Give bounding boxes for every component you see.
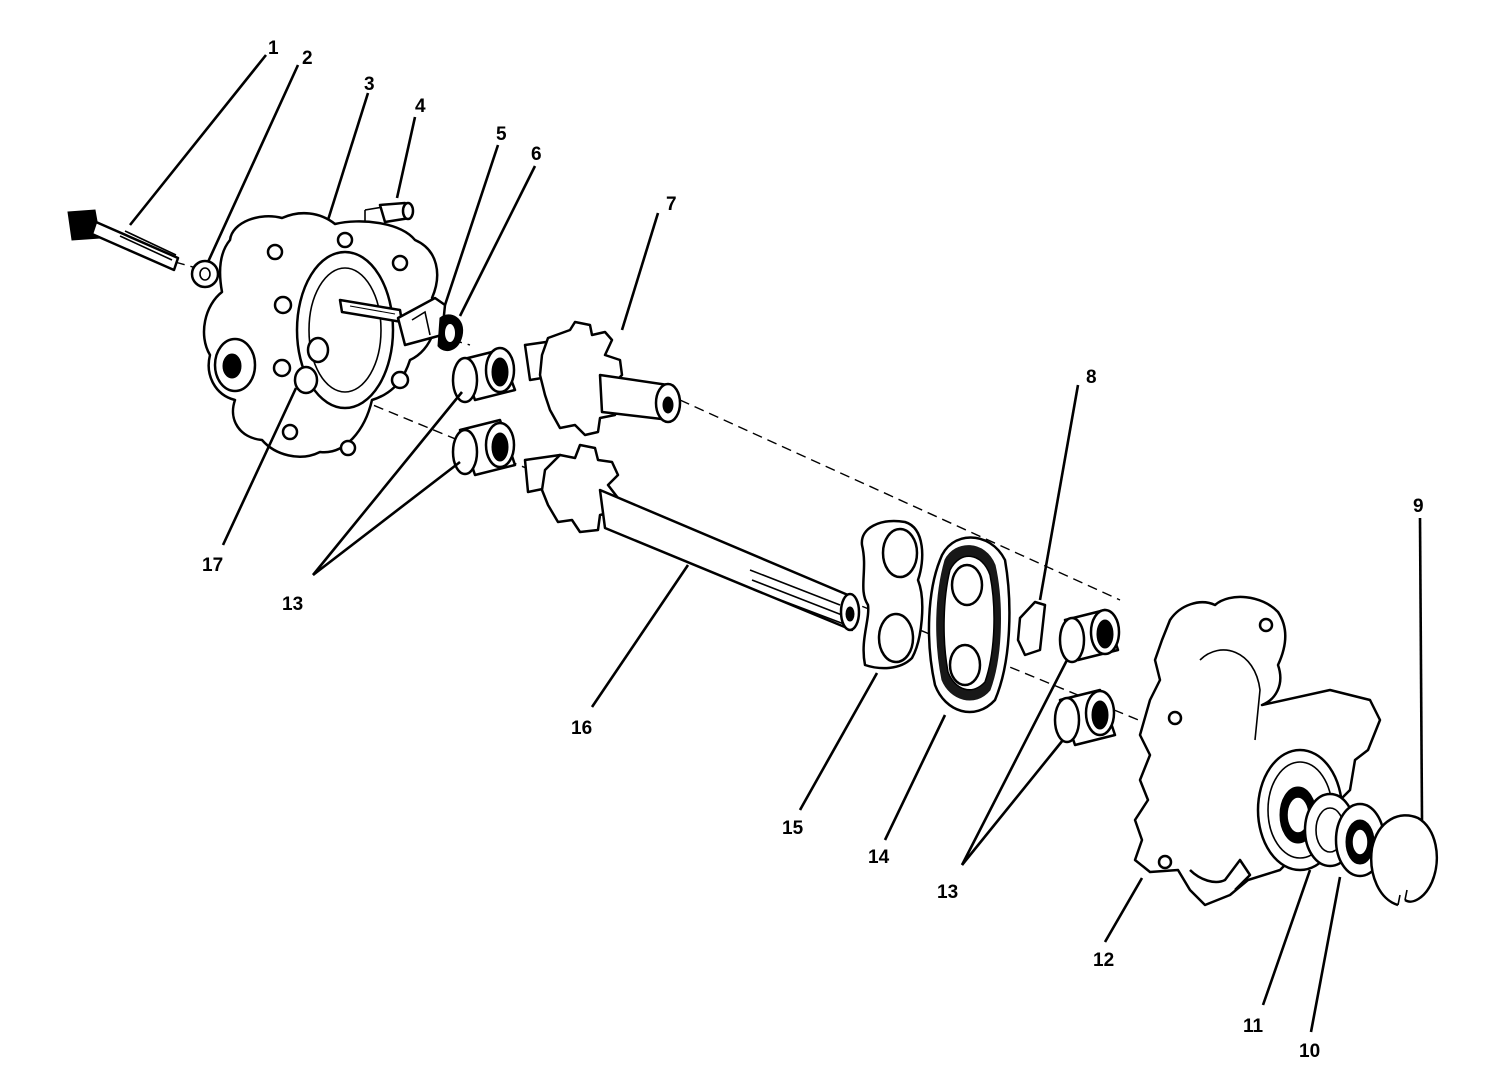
needle-bearing-lower-right: [1053, 688, 1117, 747]
callout-2: 2: [302, 48, 313, 69]
callout-15: 15: [782, 818, 804, 839]
key-part: [1016, 600, 1047, 657]
callout-13-left: 13: [282, 594, 303, 615]
drive-gear-shaft-part: [523, 443, 861, 632]
seal-ring-part: [927, 536, 1011, 714]
callout-12: 12: [1093, 950, 1114, 971]
callout-4: 4: [415, 96, 426, 117]
dowel-pin-part: [378, 201, 415, 224]
needle-bearing-lower: [451, 418, 517, 477]
cap-screw-part: [67, 209, 180, 272]
callout-13-right: 13: [937, 882, 958, 903]
needle-bearing-upper-right: [1058, 608, 1121, 664]
callout-17: 17: [202, 555, 223, 576]
o-ring-part: [293, 336, 330, 395]
callout-6: 6: [531, 144, 542, 165]
callout-1: 1: [268, 38, 279, 59]
callout-10: 10: [1299, 1041, 1320, 1062]
callout-14: 14: [868, 847, 890, 868]
retaining-ring-part: [1369, 814, 1439, 907]
callout-labels: 1 2 3 4 5 6 7 8 9 10 11 12 13 13 14 15 1…: [202, 38, 1424, 1062]
seal-part: [437, 314, 464, 352]
needle-bearing-upper: [451, 346, 517, 404]
gasket-part: [860, 519, 924, 670]
callout-7: 7: [666, 194, 677, 215]
pump-body-part: [202, 211, 439, 458]
leader-lines: [128, 54, 1424, 1033]
callout-16: 16: [571, 718, 592, 739]
callout-9: 9: [1413, 496, 1424, 517]
idler-gear-part: [523, 320, 682, 437]
callout-11: 11: [1243, 1016, 1264, 1037]
callout-3: 3: [364, 74, 375, 95]
callout-5: 5: [496, 124, 507, 145]
washer-part: [190, 259, 220, 289]
callout-8: 8: [1086, 367, 1097, 388]
